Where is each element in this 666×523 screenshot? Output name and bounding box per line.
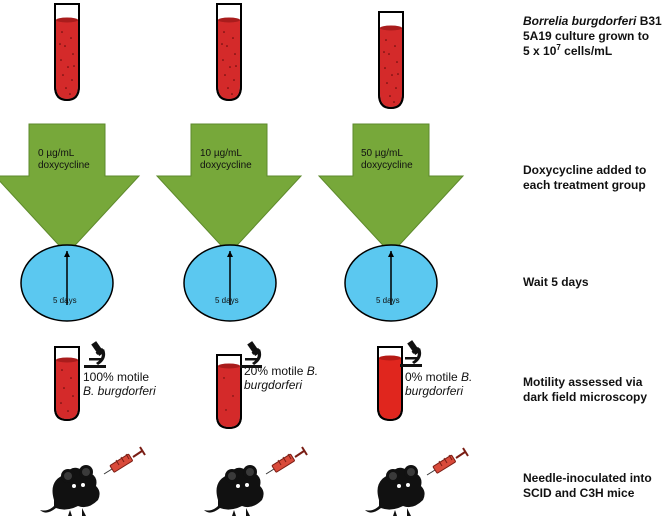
motility-species: B. xyxy=(306,364,319,378)
mouse-icon xyxy=(40,465,100,516)
motility-label: 20% motile B. burgdorferi xyxy=(244,364,318,392)
down-arrow-icon xyxy=(156,123,302,255)
motility-species: B. burgdorferi xyxy=(83,384,156,398)
culture-tube-icon xyxy=(378,11,404,109)
step-inoculate: Needle-inoculated into SCID and C3H mice xyxy=(523,471,663,501)
down-arrow-icon xyxy=(0,123,140,255)
clock-label: 5 days xyxy=(376,296,400,305)
inoculate-line: SCID and C3H mice xyxy=(523,486,635,500)
dose-amount: 50 µg/mL xyxy=(361,148,403,159)
clock-icon xyxy=(183,244,277,322)
motility-species: burgdorferi xyxy=(244,378,303,392)
dose-label: 50 µg/mL doxycycline xyxy=(361,148,413,172)
dose-amount: 0 µg/mL xyxy=(38,148,75,159)
motility-percent: 0% motile xyxy=(405,370,458,384)
motility-step-line: Motility assessed via xyxy=(523,375,643,389)
motility-species: burgdorferi xyxy=(405,384,464,398)
culture-exponent: 7 xyxy=(556,43,561,52)
clock-icon xyxy=(344,244,438,322)
motility-tube-icon xyxy=(216,354,242,430)
dox-line: each treatment group xyxy=(523,178,646,192)
motility-label: 0% motile B. burgdorferi xyxy=(405,370,472,398)
wait-label: Wait 5 days xyxy=(523,275,589,289)
step-motility: Motility assessed via dark field microsc… xyxy=(523,375,663,405)
culture-tube-icon xyxy=(216,3,242,101)
culture-description: 5A19 culture grown to xyxy=(523,29,650,43)
dose-drug: doxycycline xyxy=(361,160,413,171)
mouse-icon xyxy=(365,465,425,516)
mouse-icon xyxy=(204,465,264,516)
down-arrow-icon xyxy=(318,123,464,255)
inoculate-line: Needle-inoculated into xyxy=(523,471,652,485)
motility-step-line: dark field microscopy xyxy=(523,390,648,404)
syringe-icon xyxy=(265,446,308,475)
syringe-icon xyxy=(426,447,469,476)
motility-tube-icon xyxy=(377,346,403,422)
step-wait: Wait 5 days xyxy=(523,275,663,290)
dose-label: 0 µg/mL doxycycline xyxy=(38,148,90,172)
dose-drug: doxycycline xyxy=(38,160,90,171)
motility-percent: 100% motile xyxy=(83,370,150,384)
culture-strain: B31 xyxy=(639,14,662,28)
culture-unit: cells/mL xyxy=(560,44,613,58)
dose-drug: doxycycline xyxy=(200,160,252,171)
syringe-icon xyxy=(103,446,146,475)
step-culture: Borrelia burgdorferi B31 5A19 culture gr… xyxy=(523,14,663,59)
clock-label: 5 days xyxy=(53,296,77,305)
culture-density: 5 x 10 xyxy=(523,44,557,58)
clock-label: 5 days xyxy=(215,296,239,305)
dose-amount: 10 µg/mL xyxy=(200,148,242,159)
microscope-icon xyxy=(84,341,106,368)
motility-tube-icon xyxy=(54,346,80,422)
clock-icon xyxy=(20,244,114,322)
microscope-icon xyxy=(400,340,422,367)
motility-label: 100% motile B. burgdorferi xyxy=(83,370,156,398)
culture-species: Borrelia burgdorferi xyxy=(523,14,637,28)
dox-line: Doxycycline added to xyxy=(523,163,647,177)
culture-tube-icon xyxy=(54,3,80,101)
motility-species: B. xyxy=(461,370,473,384)
dose-label: 10 µg/mL doxycycline xyxy=(200,148,252,172)
motility-percent: 20% motile xyxy=(244,364,304,378)
step-doxycycline: Doxycycline added to each treatment grou… xyxy=(523,163,663,193)
